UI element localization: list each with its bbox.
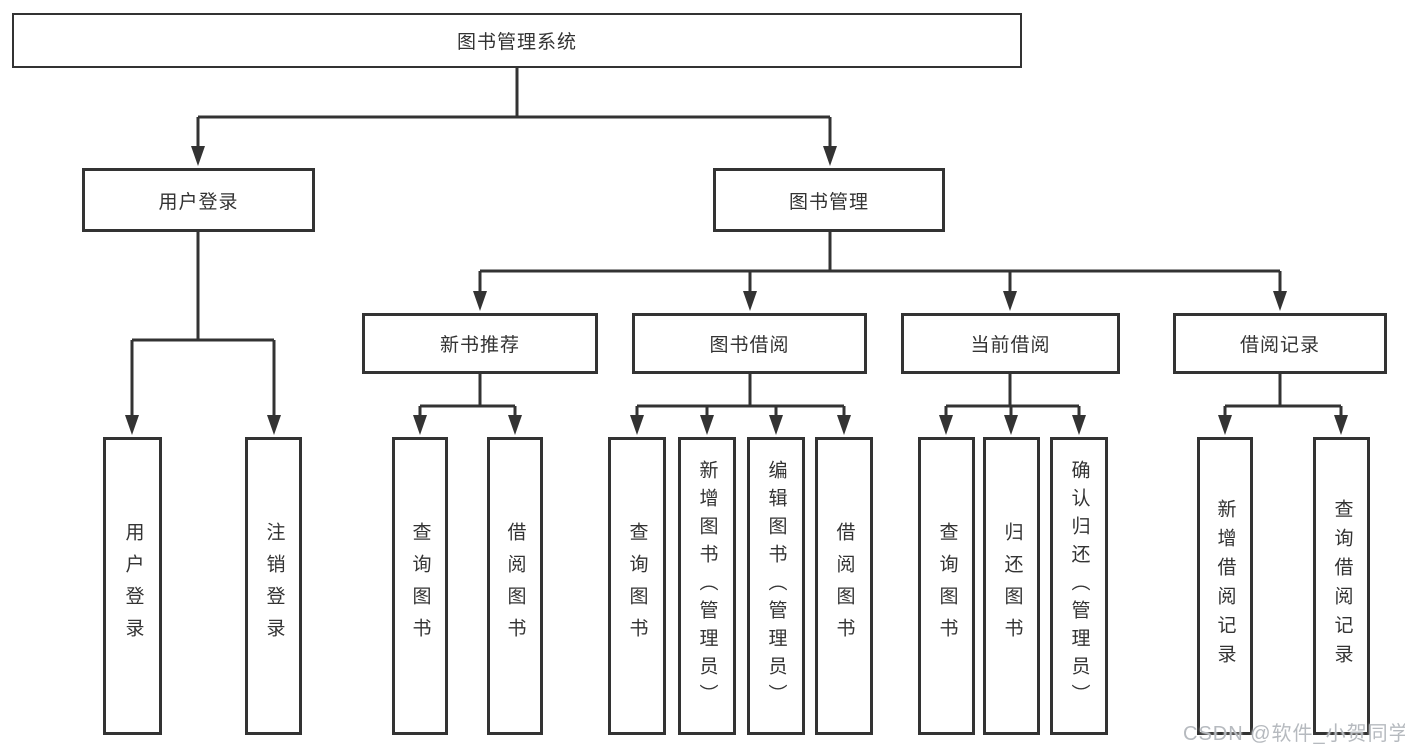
leaf-query-books-recommend: 查询图书 xyxy=(392,437,448,735)
leaf-borrow-books: 借阅图书 xyxy=(815,437,873,735)
leaf-logout: 注销登录 xyxy=(245,437,302,735)
leaf-query-borrow-record: 查询借阅记录 xyxy=(1313,437,1370,735)
leaf-query-books-borrow: 查询图书 xyxy=(608,437,666,735)
leaf-query-books-current: 查询图书 xyxy=(918,437,975,735)
node-borrow-records: 借阅记录 xyxy=(1173,313,1387,374)
leaf-borrow-books-recommend: 借阅图书 xyxy=(487,437,543,735)
watermark: CSDN @软件_小贺同学 xyxy=(1183,723,1405,745)
node-user-login: 用户登录 xyxy=(82,168,315,232)
node-book-management: 图书管理 xyxy=(713,168,945,232)
node-book-management-system: 图书管理系统 xyxy=(12,13,1022,68)
node-book-borrow: 图书借阅 xyxy=(632,313,867,374)
leaf-add-borrow-record: 新增借阅记录 xyxy=(1197,437,1253,735)
leaf-return-books: 归还图书 xyxy=(983,437,1040,735)
node-current-borrow: 当前借阅 xyxy=(901,313,1120,374)
node-new-book-recommend: 新书推荐 xyxy=(362,313,598,374)
leaf-add-books-admin: 新增图书（管理员） xyxy=(678,437,736,735)
leaf-user-login: 用户登录 xyxy=(103,437,162,735)
leaf-edit-books-admin: 编辑图书（管理员） xyxy=(747,437,805,735)
leaf-confirm-return-admin: 确认归还（管理员） xyxy=(1050,437,1108,735)
